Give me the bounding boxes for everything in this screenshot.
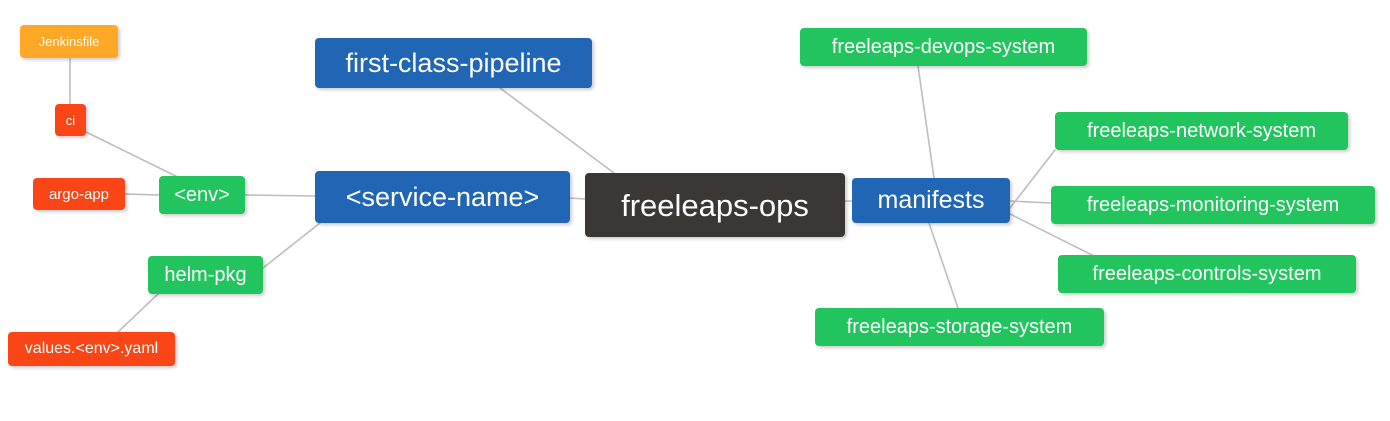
node-label-freeleaps-monitoring-system: freeleaps-monitoring-system: [1086, 194, 1340, 216]
node-label-first-class-pipeline: first-class-pipeline: [345, 47, 562, 78]
node-freeleaps-ops[interactable]: freeleaps-ops: [585, 173, 845, 237]
node-service-name[interactable]: <service-name>: [315, 171, 570, 223]
edge-service-name-to-helm-pkg: [262, 222, 321, 269]
node-manifests[interactable]: manifests: [852, 178, 1010, 223]
edge-manifests-to-freeleaps-storage-system: [928, 222, 959, 309]
edge-argo-app-to-env: [124, 193, 160, 196]
node-freeleaps-network-system[interactable]: freeleaps-network-system: [1055, 112, 1348, 150]
node-ci[interactable]: ci: [55, 104, 86, 136]
node-label-freeleaps-storage-system: freeleaps-storage-system: [846, 316, 1073, 338]
node-freeleaps-monitoring-system[interactable]: freeleaps-monitoring-system: [1051, 186, 1375, 224]
node-label-ci: ci: [65, 112, 76, 128]
edge-helm-pkg-to-values-env-yaml: [117, 293, 159, 333]
node-label-env: <env>: [174, 184, 230, 206]
node-label-freeleaps-devops-system: freeleaps-devops-system: [831, 36, 1056, 58]
edge-manifests-to-freeleaps-monitoring-system: [1009, 200, 1052, 204]
edge-env-to-service-name: [244, 194, 316, 197]
node-first-class-pipeline[interactable]: first-class-pipeline: [315, 38, 592, 88]
node-label-freeleaps-controls-system: freeleaps-controls-system: [1092, 263, 1322, 285]
node-label-jenkinsfile: Jenkinsfile: [38, 34, 100, 49]
node-label-argo-app: argo-app: [48, 185, 110, 203]
edge-first-class-pipeline-to-freeleaps-ops: [499, 87, 615, 174]
node-label-service-name: <service-name>: [345, 181, 540, 212]
node-values-env-yaml[interactable]: values.<env>.yaml: [8, 332, 175, 366]
node-label-freeleaps-network-system: freeleaps-network-system: [1087, 120, 1316, 142]
node-label-values-env-yaml: values.<env>.yaml: [24, 340, 159, 357]
node-freeleaps-controls-system[interactable]: freeleaps-controls-system: [1058, 255, 1356, 293]
node-label-freeleaps-ops: freeleaps-ops: [621, 187, 809, 223]
node-label-manifests: manifests: [877, 186, 985, 214]
node-env[interactable]: <env>: [159, 176, 245, 214]
node-jenkinsfile[interactable]: Jenkinsfile: [20, 25, 118, 58]
node-label-helm-pkg: helm-pkg: [164, 264, 247, 286]
edge-service-name-to-freeleaps-ops: [569, 197, 586, 200]
edge-manifests-to-freeleaps-network-system: [1009, 149, 1056, 209]
node-helm-pkg[interactable]: helm-pkg: [148, 256, 263, 294]
edge-manifests-to-freeleaps-devops-system: [917, 65, 935, 179]
node-freeleaps-storage-system[interactable]: freeleaps-storage-system: [815, 308, 1104, 346]
node-freeleaps-devops-system[interactable]: freeleaps-devops-system: [800, 28, 1087, 66]
node-argo-app[interactable]: argo-app: [33, 178, 125, 210]
